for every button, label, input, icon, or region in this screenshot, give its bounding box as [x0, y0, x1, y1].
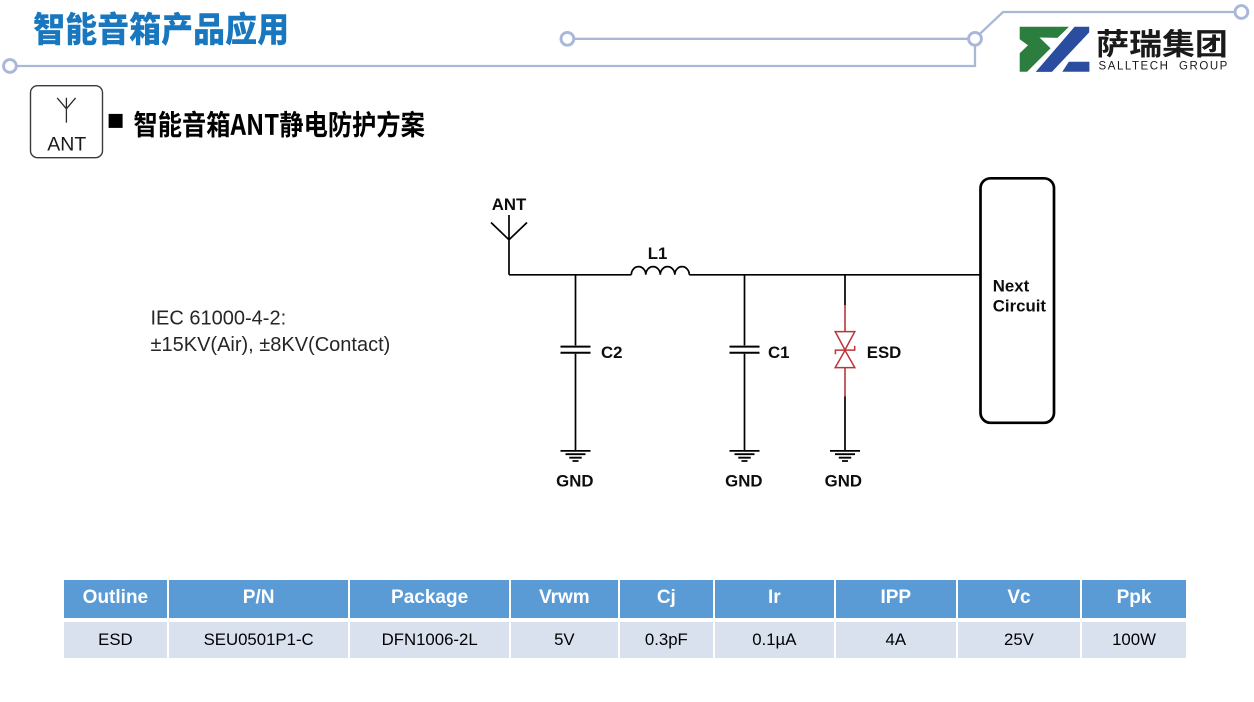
svg-text:L1: L1	[648, 244, 668, 263]
svg-text:GND: GND	[556, 471, 593, 490]
svg-text:±15KV(Air), ±8KV(Contact): ±15KV(Air), ±8KV(Contact)	[151, 334, 391, 356]
svg-text:ANT: ANT	[492, 195, 527, 214]
svg-text:GND: GND	[825, 471, 862, 490]
svg-text:ESD: ESD	[867, 343, 902, 362]
svg-text:C1: C1	[768, 343, 789, 362]
svg-text:ANT: ANT	[47, 134, 86, 156]
svg-text:IEC 61000-4-2:: IEC 61000-4-2:	[151, 308, 287, 330]
svg-text:GND: GND	[725, 471, 762, 490]
svg-text:Next: Next	[993, 276, 1030, 295]
svg-text:C2: C2	[601, 343, 622, 362]
svg-text:Circuit: Circuit	[993, 296, 1047, 315]
svg-text:SALLTECH GROUP: SALLTECH GROUP	[1099, 60, 1229, 72]
